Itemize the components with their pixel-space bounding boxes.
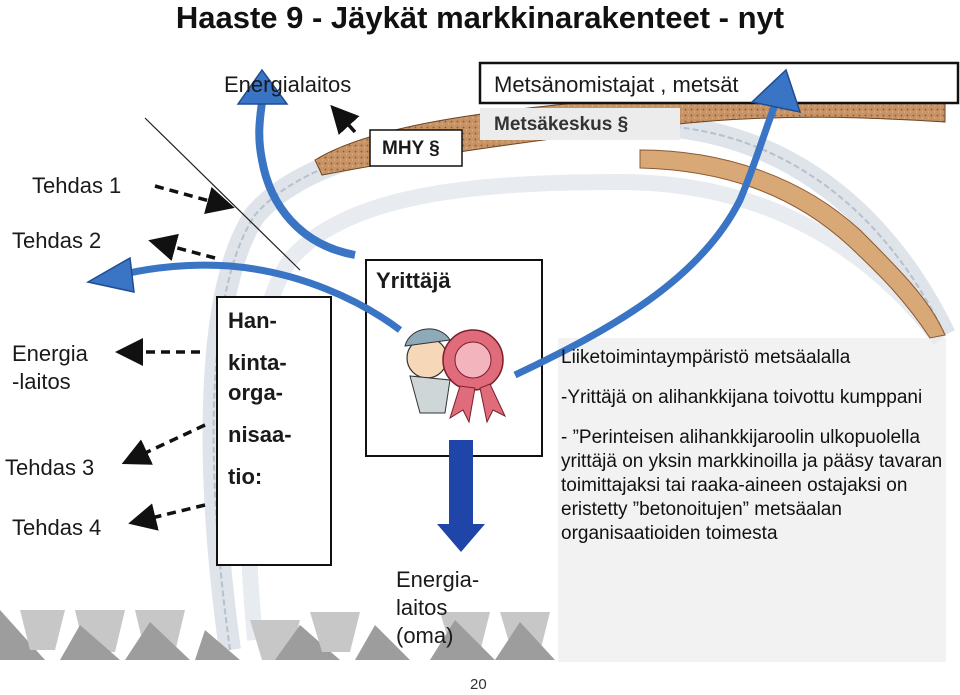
dashed-arrow-tehdas2 [148, 233, 216, 261]
down-arrow-head [437, 524, 485, 552]
tehdas3-label: Tehdas 3 [5, 455, 95, 480]
yrittaja-title: Yrittäjä [376, 268, 451, 293]
dashed-arrows [115, 104, 360, 531]
blue-arrow-to-energialaitos [255, 101, 356, 259]
hankinta-line1: Han- [228, 308, 277, 333]
concrete-block [60, 625, 120, 660]
metsakeskus-band [480, 108, 680, 140]
mhy-label: MHY § [382, 138, 440, 159]
hankinta-box [216, 296, 332, 566]
hankinta-line2: kinta- [228, 350, 287, 375]
log-band-lower [639, 149, 946, 339]
concrete-block [430, 620, 495, 660]
energialaitos-oma-line2: laitos [396, 595, 448, 620]
concrete-block [195, 630, 240, 660]
yrittaja-illustration [404, 328, 507, 424]
tehdas4-label: Tehdas 4 [12, 515, 102, 540]
energia-label-line2: -laitos [12, 369, 71, 394]
down-arrow-shaft [449, 440, 473, 526]
energialaitos-oma-line3: (oma) [396, 623, 454, 648]
energialaitos-oma-label: Energia- laitos (oma) [396, 566, 479, 650]
blue-arrow-to-tehdas2 [124, 261, 403, 333]
hankinta-text: Han- kinta- orga- nisaa- tio: [228, 306, 292, 492]
energialaitos-label: Energialaitos [224, 72, 352, 97]
rosette-ribbon [479, 383, 507, 424]
arrowhead-tehdas2 [85, 256, 135, 293]
metsanomistajat-label: Metsänomistajat , metsät [494, 72, 739, 97]
panel-point-1: -Yrittäjä on alihankkijana toivottu kump… [561, 387, 923, 408]
arrowhead-energialaitos [236, 68, 289, 105]
dashed-arrow-tehdas4 [128, 503, 206, 531]
down-arrow [437, 440, 485, 552]
illustration-body [409, 375, 451, 414]
rosette-ribbon [449, 385, 476, 424]
hankinta-line5: tio: [228, 464, 263, 489]
concrete-block [125, 622, 190, 660]
metsakeskus-label: Metsäkeskus § [494, 114, 629, 135]
energialaitos-oma-line1: Energia- [396, 567, 480, 592]
page-title: Haaste 9 - Jäykät markkinarakenteet - ny… [175, 0, 785, 35]
arrowhead-metsakeskus [750, 68, 802, 114]
panel-point-2: - ”Perinteisen alihankkijaroolin ulkopuo… [561, 427, 943, 544]
dashed-arrow-tehdas3 [121, 423, 206, 465]
tehdas2-label: Tehdas 2 [12, 228, 102, 253]
concrete-block [495, 622, 555, 660]
blue-arrow-to-metsakeskus [513, 103, 779, 379]
blue-arrowheads [85, 68, 802, 293]
dashed-arrow-energialaitos [330, 104, 360, 135]
environment-panel [558, 338, 946, 662]
blue-arrows [124, 101, 779, 379]
mhy-box [369, 129, 463, 167]
panel-heading: Liiketoimintaympäristö metsäalalla [561, 347, 851, 368]
metsanomistajat-box [478, 61, 960, 105]
concrete-blocks [0, 610, 555, 660]
page-number: 20 [470, 676, 487, 693]
energia-label-line1: Energia [12, 341, 88, 366]
dashed-arrow-tehdas1 [154, 184, 235, 214]
energia-label: Energia -laitos [12, 340, 88, 396]
concrete-block [310, 612, 360, 652]
tehdas1-label: Tehdas 1 [32, 173, 122, 198]
concrete-block [20, 610, 65, 650]
environment-panel-text: Liiketoimintaympäristö metsäalalla -Yrit… [561, 346, 956, 546]
rosette-inner [454, 341, 492, 379]
hankinta-line4: nisaa- [228, 422, 292, 447]
concrete-block [355, 625, 410, 660]
hankinta-line3: orga- [228, 380, 283, 405]
